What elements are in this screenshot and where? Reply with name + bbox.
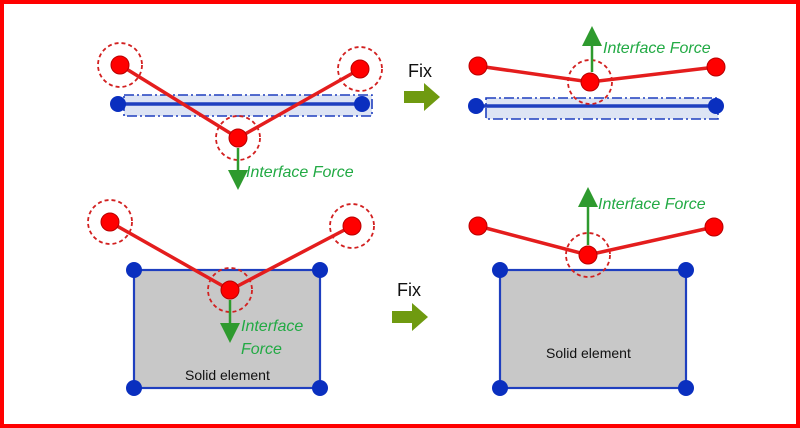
beam-node xyxy=(706,57,726,77)
shell-node xyxy=(110,96,126,112)
shell-node xyxy=(354,96,370,112)
highlight-circle xyxy=(97,42,143,88)
force-label: Interface Force xyxy=(603,40,711,57)
fix-label: Fix xyxy=(408,61,432,81)
beam-node xyxy=(342,216,362,236)
solid-node xyxy=(678,380,694,396)
beam-node xyxy=(100,212,120,232)
solid-node xyxy=(678,262,694,278)
beam-node xyxy=(220,280,240,300)
fix-arrow-top: Fix xyxy=(404,61,440,111)
solid-node xyxy=(126,380,142,396)
solid-node xyxy=(312,262,328,278)
fix-arrow-bottom: Fix xyxy=(392,280,428,331)
solid-element xyxy=(498,268,688,390)
fix-arrow-icon xyxy=(404,83,440,111)
fix-arrow-icon xyxy=(392,303,428,331)
solid-element-label: Solid element xyxy=(185,367,270,383)
solid-element-label: Solid element xyxy=(546,345,631,361)
highlight-circle xyxy=(567,59,613,105)
beam-node xyxy=(110,55,130,75)
force-label: Interface xyxy=(241,318,303,335)
highlight-circle xyxy=(329,203,375,249)
beam-node xyxy=(578,245,598,265)
beam-node xyxy=(468,216,488,236)
fix-label: Fix xyxy=(397,280,421,300)
solid-node xyxy=(312,380,328,396)
beam-node xyxy=(228,128,248,148)
highlight-circle xyxy=(215,115,261,161)
solid-node xyxy=(126,262,142,278)
panel-top-right: Interface Force xyxy=(468,26,726,120)
force-label: Interface Force xyxy=(598,196,706,213)
shell-node xyxy=(708,98,724,114)
force-label: Force xyxy=(241,341,282,358)
beam-node xyxy=(350,59,370,79)
beam-node xyxy=(468,56,488,76)
highlight-circle xyxy=(337,46,383,92)
solid-node xyxy=(492,262,508,278)
highlight-circle xyxy=(565,232,611,278)
panel-top-left: Interface Force xyxy=(97,42,383,190)
solid-node xyxy=(492,380,508,396)
beam-node xyxy=(704,217,724,237)
highlight-circle xyxy=(207,267,253,313)
force-label: Interface Force xyxy=(246,164,354,181)
panel-bottom-right: Solid element Interface Force xyxy=(468,187,724,396)
beam-node xyxy=(580,72,600,92)
highlight-circle xyxy=(87,199,133,245)
shell-node xyxy=(468,98,484,114)
panel-bottom-left: Solid element Interface Force xyxy=(87,199,375,396)
